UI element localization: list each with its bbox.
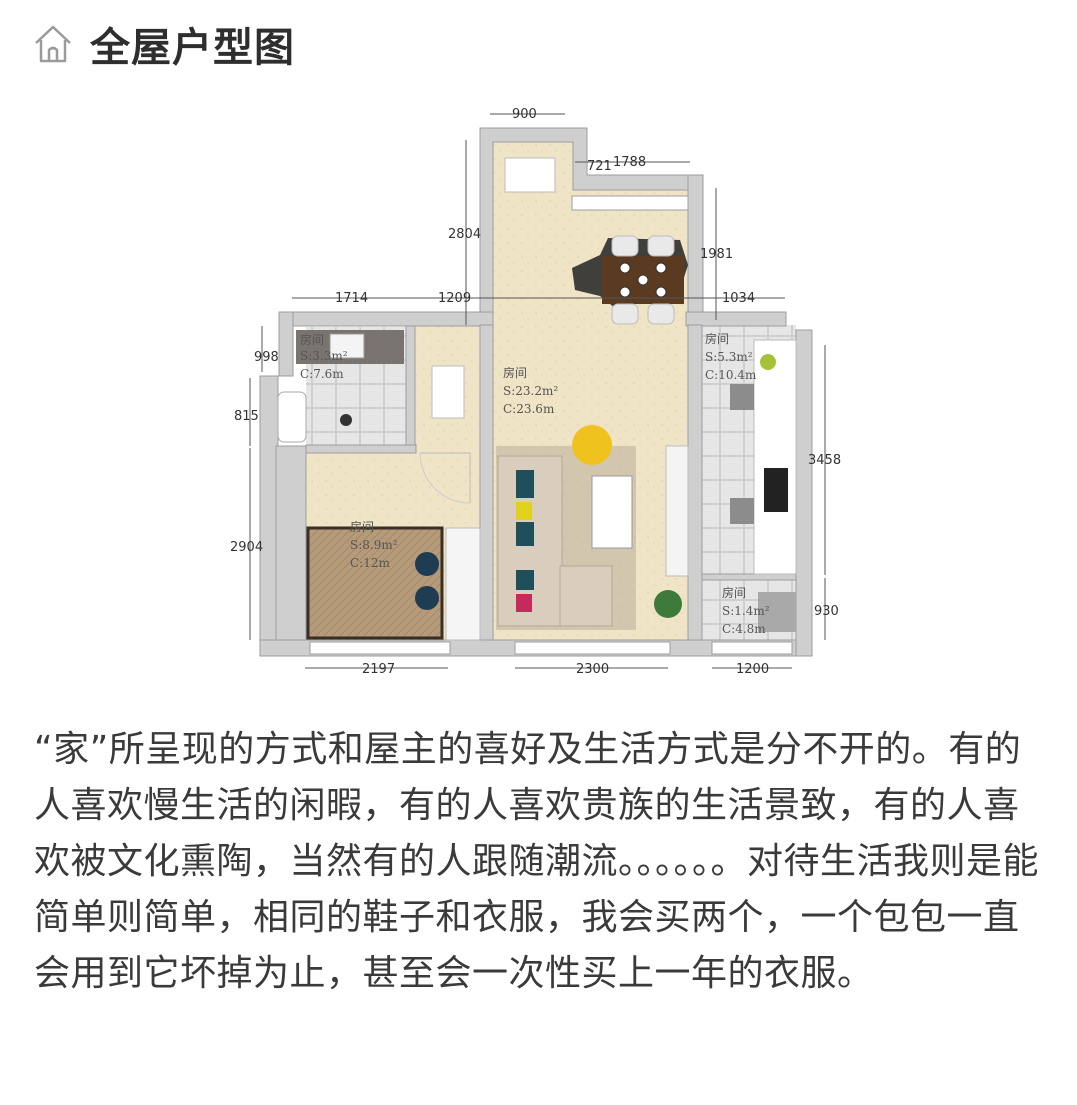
room-name: 房间 [705, 331, 729, 346]
page-title: 全屋户型图 [90, 25, 295, 71]
room-area: S:23.2m² [503, 384, 558, 398]
room-area: S:3.3m² [300, 349, 348, 363]
room-area: S:5.3m² [705, 350, 753, 364]
room-name: 房间 [722, 585, 746, 600]
room-perimeter: C:23.6m [503, 402, 555, 416]
dim-label: 3458 [808, 453, 841, 468]
floor-plan-drawing: 900 721 1788 2804 1981 1714 1209 1034 99… [230, 107, 841, 677]
dim-label: 721 [587, 159, 612, 174]
home-icon[interactable] [30, 21, 76, 67]
room-perimeter: C:7.6m [300, 367, 344, 381]
dim-label: 2197 [362, 662, 395, 677]
room-labels: 房间 S:3.3m² C:7.6m 房间 S:23.2m² C:23.6m 房间… [300, 331, 770, 636]
room-name: 房间 [503, 365, 527, 380]
dim-label: 1200 [736, 662, 769, 677]
dim-label: 1981 [700, 247, 733, 262]
dim-label: 815 [234, 409, 259, 424]
room-perimeter: C:10.4m [705, 368, 757, 382]
dim-label: 2300 [576, 662, 609, 677]
header: 全屋户型图 [30, 14, 295, 74]
dim-label: 1788 [613, 155, 646, 170]
dim-label: 1714 [335, 291, 368, 306]
dim-label: 1034 [722, 291, 755, 306]
dim-label: 2904 [230, 540, 263, 555]
room-perimeter: C:4.8m [722, 622, 766, 636]
article-paragraph: “家”所呈现的方式和屋主的喜好及生活方式是分不开的。有的人喜欢慢生活的闲暇，有的… [34, 729, 1040, 994]
dim-label: 1209 [438, 291, 471, 306]
room-name: 房间 [300, 332, 324, 347]
dim-label: 930 [814, 604, 839, 619]
dim-label: 900 [512, 107, 537, 122]
room-name: 房间 [350, 519, 374, 534]
dim-label: 998 [254, 350, 279, 365]
floor-plan: 900 721 1788 2804 1981 1714 1209 1034 99… [0, 90, 1077, 690]
dim-label: 2804 [448, 227, 481, 242]
room-area: S:1.4m² [722, 604, 770, 618]
room-perimeter: C:12m [350, 556, 390, 570]
room-area: S:8.9m² [350, 538, 398, 552]
dimension-labels: 900 721 1788 2804 1981 1714 1209 1034 99… [230, 107, 841, 677]
